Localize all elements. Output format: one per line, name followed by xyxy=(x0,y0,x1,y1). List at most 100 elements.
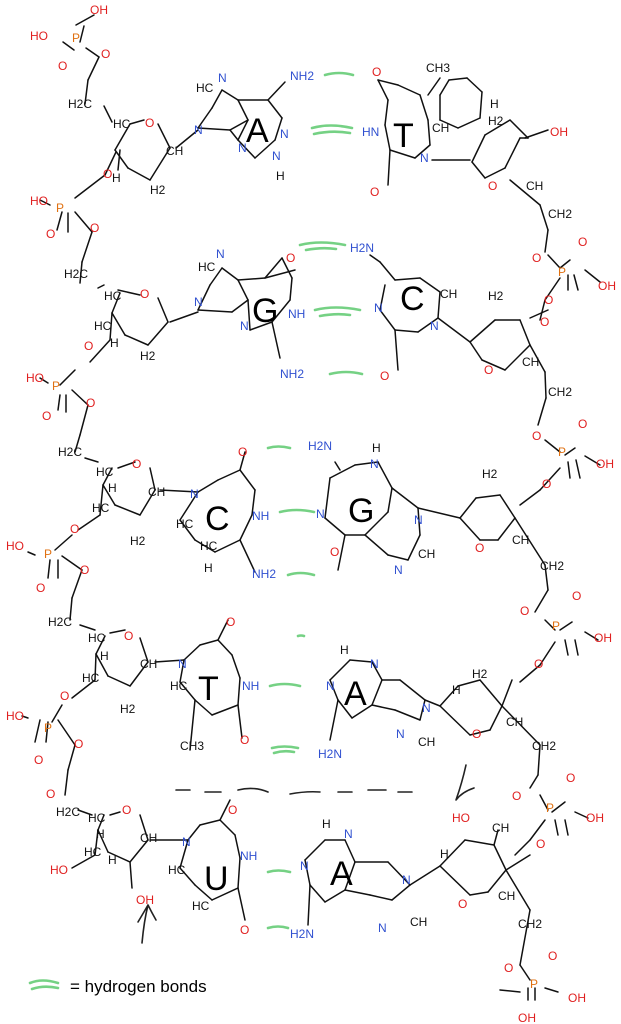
atom-label: HC xyxy=(196,81,214,95)
covalent-bond xyxy=(377,79,399,86)
annotation-stroke xyxy=(455,764,475,801)
covalent-bond xyxy=(84,457,99,463)
atom-label: CH xyxy=(418,735,435,749)
atom-label: P xyxy=(44,721,52,735)
covalent-bond xyxy=(217,469,241,481)
hydrogen-bond-mark xyxy=(310,124,354,136)
covalent-bond xyxy=(529,819,546,841)
atom-label: H xyxy=(452,683,461,697)
atom-label: OH xyxy=(586,811,604,825)
covalent-bond xyxy=(103,105,113,123)
covalent-bond xyxy=(394,329,399,371)
atom-label: HO xyxy=(26,371,44,385)
atom-label: HC xyxy=(92,501,110,515)
covalent-bond xyxy=(147,321,169,346)
covalent-bond xyxy=(394,709,421,721)
base-letter-t4: T xyxy=(198,670,219,708)
covalent-bond xyxy=(529,309,549,319)
atom-label: O xyxy=(572,589,581,603)
covalent-bond xyxy=(84,79,89,105)
covalent-bond xyxy=(484,119,511,136)
covalent-bond xyxy=(387,861,411,886)
covalent-bond xyxy=(139,814,149,841)
atom-label: CH xyxy=(498,889,515,903)
atom-label: NH xyxy=(240,849,257,863)
covalent-bond xyxy=(95,653,109,677)
covalent-bond xyxy=(344,889,371,896)
covalent-bond xyxy=(479,91,483,119)
atom-label: NH xyxy=(288,307,305,321)
atom-label: HC xyxy=(198,260,216,274)
covalent-bond xyxy=(337,534,346,571)
covalent-bond xyxy=(481,359,506,371)
atom-label: H xyxy=(108,853,117,867)
covalent-bond xyxy=(199,819,221,826)
atom-label: H xyxy=(440,847,449,861)
atom-label: N xyxy=(194,123,203,137)
covalent-bond xyxy=(64,769,69,796)
atom-label: O xyxy=(42,409,51,423)
atom-label: P xyxy=(56,201,64,215)
atom-label: O xyxy=(122,803,131,817)
covalent-bond xyxy=(544,439,561,453)
covalent-bond xyxy=(57,394,61,411)
atom-label: O xyxy=(46,227,55,241)
covalent-bond xyxy=(419,94,429,121)
covalent-bond xyxy=(324,889,346,903)
covalent-bond xyxy=(371,661,383,681)
covalent-bond xyxy=(387,554,409,561)
covalent-bond xyxy=(39,199,51,206)
covalent-bond xyxy=(114,149,129,169)
atom-label: OH xyxy=(594,631,612,645)
base-letter-u5: U xyxy=(204,860,229,898)
atom-label: CH2 xyxy=(548,385,572,399)
atom-label: O xyxy=(70,522,79,536)
covalent-bond xyxy=(459,517,481,541)
atom-label: CH2 xyxy=(548,207,572,221)
covalent-bond xyxy=(471,161,486,179)
covalent-bond xyxy=(149,147,171,181)
covalent-bond xyxy=(157,123,171,149)
atom-label: H2 xyxy=(472,667,488,681)
atom-label: CH xyxy=(148,485,165,499)
base-letter-a4: A xyxy=(344,675,367,713)
atom-label: O xyxy=(101,47,110,61)
atom-label: H xyxy=(340,643,349,657)
covalent-bond xyxy=(197,309,233,313)
atom-label: CH xyxy=(432,121,449,135)
covalent-bond xyxy=(237,139,256,159)
covalent-bond xyxy=(409,865,441,886)
covalent-bond xyxy=(539,794,549,811)
covalent-bond xyxy=(211,887,239,901)
atom-label: O xyxy=(504,961,513,975)
hydrogen-bond-mark xyxy=(270,745,300,755)
covalent-bond xyxy=(459,497,477,519)
atom-label: N xyxy=(280,127,289,141)
atom-label: H2 xyxy=(150,183,166,197)
atom-label: HC xyxy=(82,671,100,685)
atom-label: O xyxy=(578,417,587,431)
annotation-stroke xyxy=(175,787,413,795)
covalent-bond xyxy=(514,517,546,566)
covalent-bond xyxy=(424,699,441,707)
covalent-bond xyxy=(475,494,501,499)
atom-label: HC xyxy=(113,117,131,131)
atom-label: H xyxy=(110,336,119,350)
atom-label: H2C xyxy=(58,445,82,459)
atom-label: HC xyxy=(168,863,186,877)
covalent-bond xyxy=(237,857,241,889)
atom-label: HO xyxy=(452,811,470,825)
covalent-bond xyxy=(364,511,389,536)
atom-label: CH xyxy=(440,287,457,301)
atom-label: HO xyxy=(50,863,68,877)
covalent-bond xyxy=(487,869,507,893)
covalent-bond xyxy=(379,261,396,281)
covalent-bond xyxy=(237,677,241,706)
annotation-stroke xyxy=(137,904,157,944)
covalent-bond xyxy=(95,635,106,655)
covalent-bond xyxy=(175,129,199,149)
covalent-bond xyxy=(573,274,579,291)
covalent-bond xyxy=(337,699,353,719)
covalent-bond xyxy=(281,257,293,279)
covalent-bond xyxy=(27,551,36,556)
